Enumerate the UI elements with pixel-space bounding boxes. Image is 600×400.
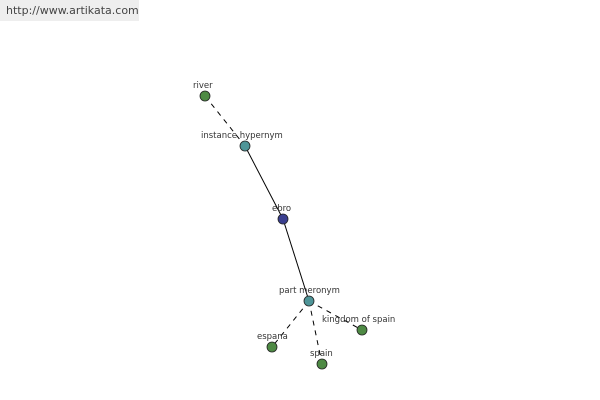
node-label-kingdom-of-spain: kingdom of spain (322, 315, 395, 325)
node-label-spain: spain (310, 349, 333, 359)
node-circle-spain[interactable] (316, 358, 328, 370)
edge-river-instance-hypernym (204, 95, 246, 147)
node-kingdom-of-spain[interactable]: kingdom of spain (322, 315, 395, 336)
node-circle-instance-hypernym[interactable] (239, 140, 251, 152)
edge-ebro-part-meronym (282, 218, 310, 302)
node-circle-kingdom-of-spain[interactable] (356, 324, 368, 336)
nodes-layer: river instance hypernym ebro part meronym ki… (193, 81, 395, 370)
node-circle-river[interactable] (199, 90, 211, 102)
node-spain[interactable]: spain (310, 349, 333, 370)
node-circle-ebro[interactable] (277, 213, 289, 225)
node-instance-hypernym[interactable]: instance hypernym (201, 131, 283, 152)
node-label-river: river (193, 81, 213, 91)
node-label-ebro: ebro (272, 204, 291, 214)
site-url[interactable]: http://www.artikata.com (0, 0, 139, 21)
edge-part-meronym-kingdom-of-spain (308, 300, 363, 331)
node-part-meronym[interactable]: part meronym (279, 286, 340, 307)
edges-layer (204, 95, 363, 365)
node-espana[interactable]: espana (257, 332, 288, 353)
node-circle-part-meronym[interactable] (303, 295, 315, 307)
edge-instance-hypernym-ebro (244, 145, 284, 220)
node-label-instance-hypernym: instance hypernym (201, 131, 283, 141)
node-ebro[interactable]: ebro (272, 204, 291, 225)
node-circle-espana[interactable] (266, 341, 278, 353)
edge-part-meronym-spain (308, 300, 323, 365)
node-river[interactable]: river (193, 81, 213, 102)
node-label-part-meronym: part meronym (279, 286, 340, 296)
node-label-espana: espana (257, 332, 288, 342)
